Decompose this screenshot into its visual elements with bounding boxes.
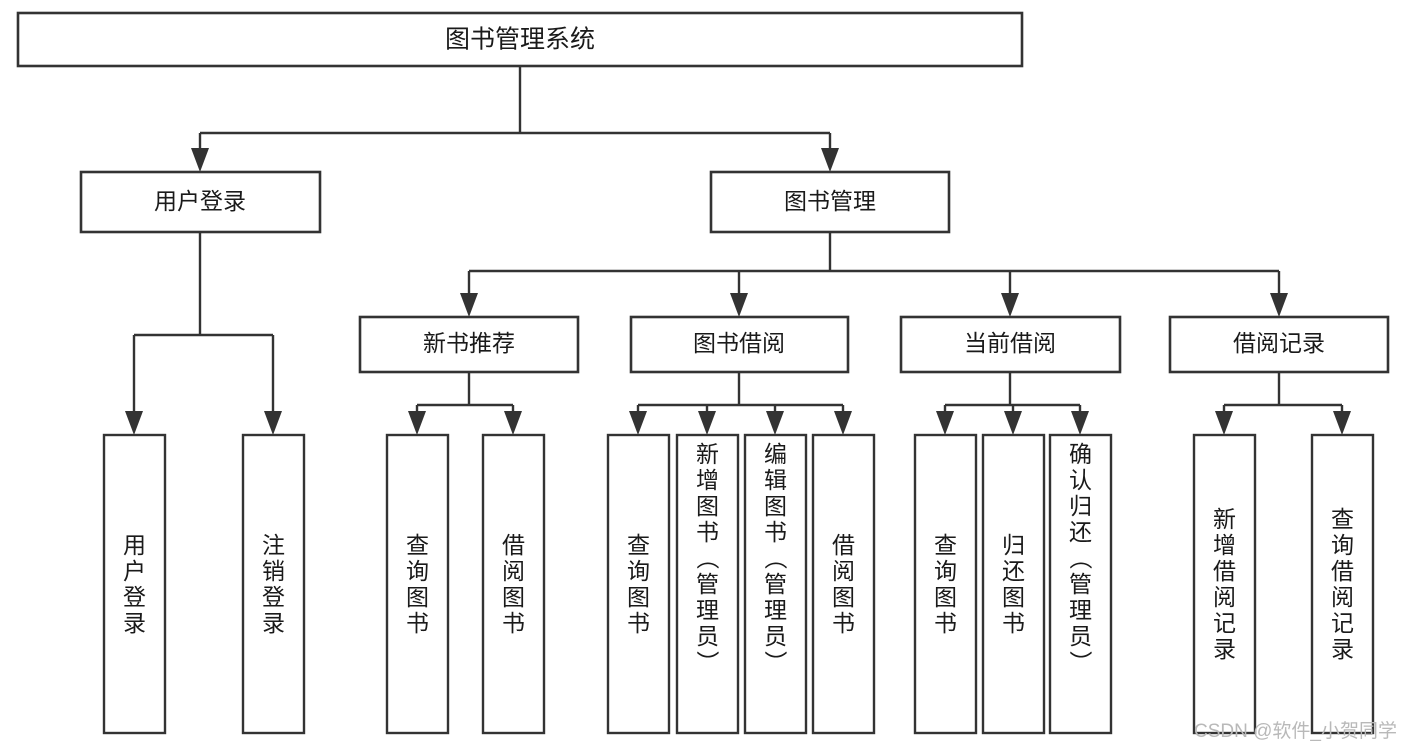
arrow-head-leaf-return-book [1004, 411, 1022, 435]
node-box-leaf-query-record[interactable] [1310, 433, 1375, 735]
node-box-book-manage[interactable] [709, 170, 951, 234]
arrow-head-current-borrow [1001, 293, 1019, 317]
arrow-head-leaf-query-book-3 [936, 411, 954, 435]
node-box-group: 图书管理系统 用户登录 图书管理 新书推荐 图书借阅 当前借阅 借阅记录 [16, 11, 1390, 735]
arrow-head-leaf-confirm-return [1071, 411, 1089, 435]
node-label-current-borrow: 当前借阅 [964, 330, 1056, 356]
node-box-leaf-borrow-book-1[interactable] [481, 433, 546, 735]
node-box-leaf-add-book[interactable] [675, 433, 740, 735]
arrow-head-leaf-add-record [1215, 411, 1233, 435]
node-label-user-login: 用户登录 [154, 188, 246, 214]
node-box-book-borrow[interactable] [629, 315, 850, 374]
node-box-leaf-query-book-3[interactable] [913, 433, 978, 735]
arrow-head-leaf-edit-book [766, 411, 784, 435]
node-label-root: 图书管理系统 [445, 26, 595, 54]
node-box-leaf-user-logout[interactable] [241, 433, 306, 735]
arrow-head-new-book-recommend [460, 293, 478, 317]
node-box-leaf-confirm-return[interactable] [1048, 433, 1113, 735]
node-box-borrow-record[interactable] [1168, 315, 1390, 374]
node-label-book-manage: 图书管理 [784, 188, 876, 214]
node-box-leaf-add-record[interactable] [1192, 433, 1257, 735]
node-box-leaf-query-book-1[interactable] [385, 433, 450, 735]
arrow-head-leaf-query-book-2 [629, 411, 647, 435]
arrow-head-book-borrow [730, 293, 748, 317]
arrow-head-borrow-record [1270, 293, 1288, 317]
node-box-leaf-borrow-book-2[interactable] [811, 433, 876, 735]
arrow-head-leaf-borrow-book-2 [834, 411, 852, 435]
node-label-book-borrow: 图书借阅 [693, 330, 785, 356]
node-box-leaf-query-book-2[interactable] [606, 433, 671, 735]
connector-group [125, 66, 1351, 435]
node-box-leaf-return-book[interactable] [981, 433, 1046, 735]
arrow-head-leaf-query-book-1 [408, 411, 426, 435]
arrow-head-leaf-user-logout [264, 411, 282, 435]
arrow-head-user-login [191, 148, 209, 172]
arrow-head-leaf-query-record [1333, 411, 1351, 435]
node-label-new-book-recommend: 新书推荐 [423, 330, 515, 356]
node-box-current-borrow[interactable] [899, 315, 1122, 374]
arrow-head-leaf-borrow-book-1 [504, 411, 522, 435]
node-box-new-book-recommend[interactable] [358, 315, 580, 374]
node-box-leaf-edit-book[interactable] [743, 433, 808, 735]
arrow-head-leaf-add-book [698, 411, 716, 435]
node-label-borrow-record: 借阅记录 [1233, 330, 1325, 356]
arrow-head-leaf-user-login [125, 411, 143, 435]
node-box-root[interactable] [16, 11, 1024, 68]
node-box-leaf-user-login[interactable] [102, 433, 167, 735]
node-box-user-login[interactable] [79, 170, 322, 234]
arrow-head-book-manage [821, 148, 839, 172]
csdn-watermark: CSDN @软件_小贺同学 [1194, 721, 1397, 742]
